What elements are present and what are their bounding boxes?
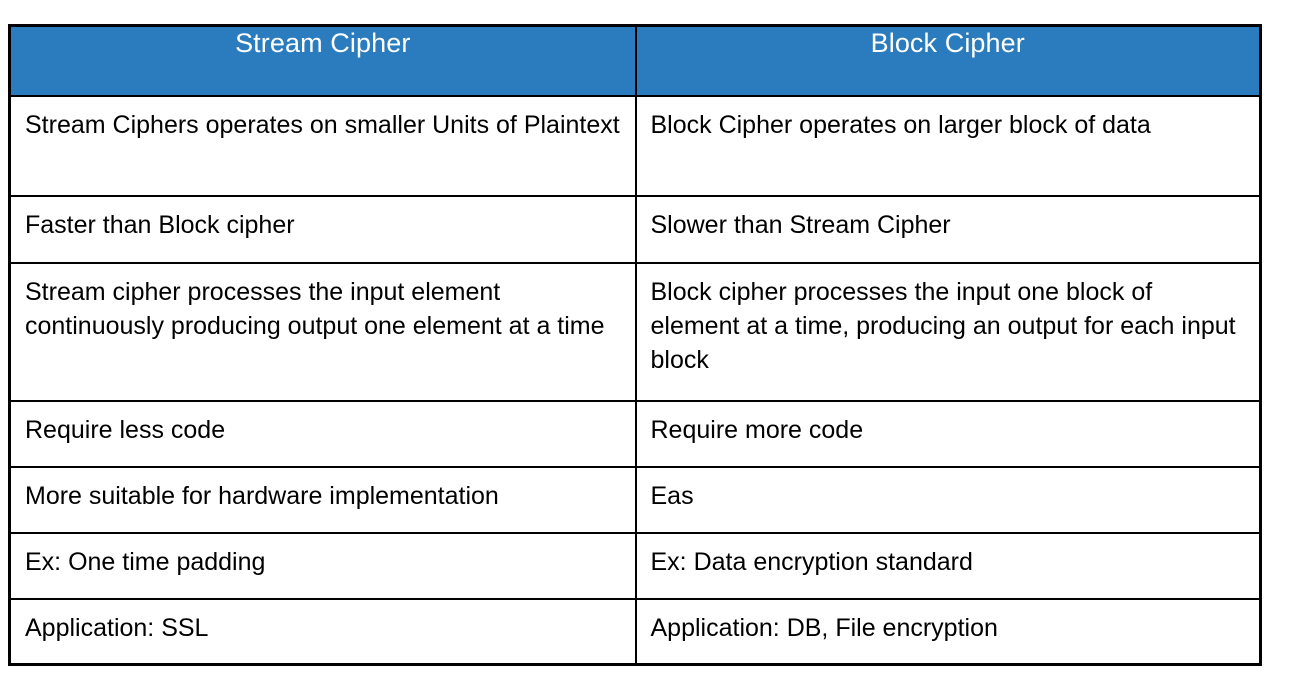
table-row: Stream Ciphers operates on smaller Units…: [8, 94, 1262, 197]
cell-block-1-text: Block Cipher operates on larger block of…: [650, 110, 1151, 139]
column-header-stream-cipher: Stream Cipher: [8, 24, 637, 97]
cell-stream-1: Stream Ciphers operates on smaller Units…: [8, 94, 637, 197]
table-row: Stream cipher processes the input elemen…: [8, 261, 1262, 402]
cell-block-7-text: Application: DB, File encryption: [650, 613, 998, 642]
table-header-row: Stream Cipher Block Cipher: [8, 24, 1262, 97]
table-row: Faster than Block cipher Slower than Str…: [8, 194, 1262, 264]
table-header: Stream Cipher Block Cipher: [8, 24, 1262, 97]
cell-block-7: Application: DB, File encryption: [634, 597, 1262, 666]
table-row: Ex: One time padding Ex: Data encryption…: [8, 531, 1262, 600]
cell-stream-7-text: Application: SSL: [25, 613, 209, 642]
column-header-stream-cipher-label: Stream Cipher: [235, 28, 411, 58]
cell-stream-6: Ex: One time padding: [8, 531, 637, 600]
cell-stream-3: Stream cipher processes the input elemen…: [8, 261, 637, 402]
cell-stream-2-text: Faster than Block cipher: [25, 210, 295, 239]
table-row: Require less code Require more code: [8, 399, 1262, 468]
cell-block-4-text: Require more code: [650, 415, 864, 444]
cell-block-3: Block cipher processes the input one blo…: [634, 261, 1262, 402]
cell-block-5-text: Eas: [650, 481, 694, 510]
cell-stream-5: More suitable for hardware implementatio…: [8, 465, 637, 534]
cell-block-2-text: Slower than Stream Cipher: [650, 210, 951, 239]
cell-block-3-text: Block cipher processes the input one blo…: [650, 277, 1236, 374]
cipher-comparison-table: Stream Cipher Block Cipher Stream Cipher…: [8, 24, 1262, 666]
cell-block-1: Block Cipher operates on larger block of…: [634, 94, 1262, 197]
cell-block-6-text: Ex: Data encryption standard: [650, 547, 973, 576]
cell-block-5: Eas: [634, 465, 1262, 534]
cell-block-4: Require more code: [634, 399, 1262, 468]
cell-stream-4-text: Require less code: [25, 415, 226, 444]
table-row: More suitable for hardware implementatio…: [8, 465, 1262, 534]
cell-stream-1-text: Stream Ciphers operates on smaller Units…: [25, 110, 620, 139]
cell-block-6: Ex: Data encryption standard: [634, 531, 1262, 600]
table-row: Application: SSL Application: DB, File e…: [8, 597, 1262, 666]
cell-block-2: Slower than Stream Cipher: [634, 194, 1262, 264]
cell-stream-4: Require less code: [8, 399, 637, 468]
cell-stream-2: Faster than Block cipher: [8, 194, 637, 264]
cell-stream-3-text: Stream cipher processes the input elemen…: [25, 277, 605, 340]
cell-stream-5-text: More suitable for hardware implementatio…: [25, 481, 499, 510]
table-body: Stream Ciphers operates on smaller Units…: [8, 94, 1262, 666]
column-header-block-cipher: Block Cipher: [634, 24, 1262, 97]
cell-stream-7: Application: SSL: [8, 597, 637, 666]
cell-stream-6-text: Ex: One time padding: [25, 547, 266, 576]
column-header-block-cipher-label: Block Cipher: [870, 28, 1025, 58]
